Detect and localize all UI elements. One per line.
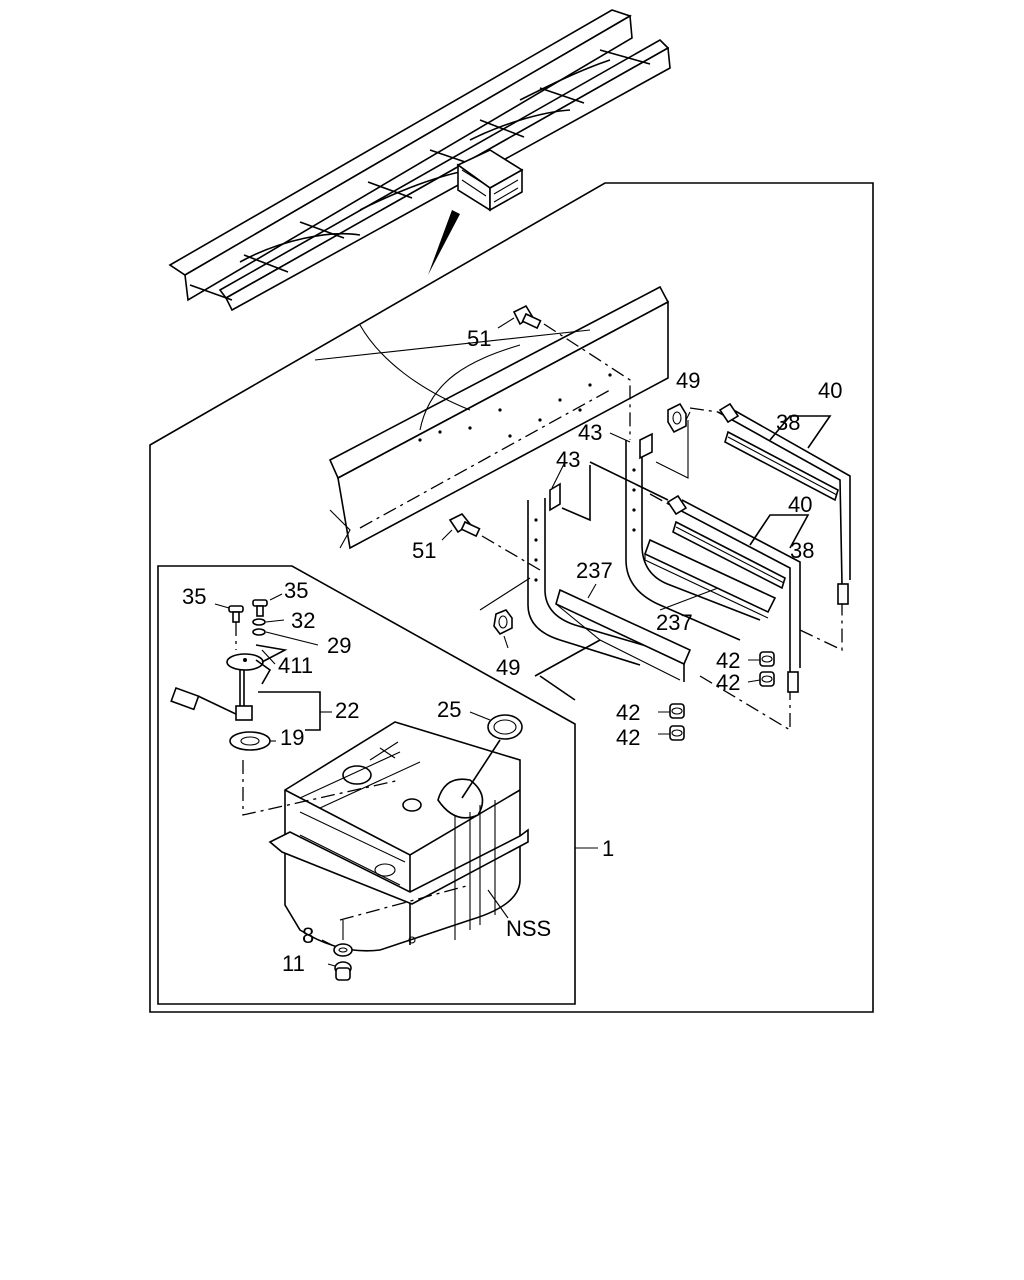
nut-42-c (669, 703, 685, 719)
cushion-40-upper (724, 430, 839, 502)
callout-35-right: 35 (284, 578, 308, 603)
callout-40-lower: 40 (788, 492, 812, 517)
fuel-sender-unit-22 (170, 653, 272, 721)
callout-49-upper: 49 (676, 368, 700, 393)
nut-49-lower (493, 609, 513, 636)
gasket-19 (229, 731, 271, 751)
callout-35-left: 35 (182, 584, 206, 609)
strap-38-lower (666, 494, 801, 693)
callout-40-upper: 40 (818, 378, 842, 403)
callout-42-c: 42 (616, 700, 640, 725)
filler-cap-25 (487, 714, 523, 740)
callout-51-lower: 51 (412, 538, 436, 563)
skid-plate-237-front (555, 588, 692, 682)
rail-bolt-holes (418, 373, 612, 442)
callout-49-lower: 49 (496, 655, 520, 680)
callout-411: 411 (278, 653, 313, 678)
callout-1: 1 (602, 836, 614, 861)
nut-49-upper (667, 402, 687, 434)
callout-42-d: 42 (616, 725, 640, 750)
nut-42-b (759, 671, 775, 687)
washer-29 (252, 628, 266, 636)
bolt-51-upper (512, 304, 542, 330)
callout-237-rear: 237 (656, 610, 693, 635)
tank-assembly-frame (157, 565, 576, 1005)
cushion-40-lower (672, 520, 786, 590)
frame-tank-block (456, 149, 524, 212)
callout-51-upper: 51 (467, 326, 491, 351)
screw-35-right (252, 599, 268, 617)
bracket-43-front (527, 482, 661, 666)
callout-38-upper: 38 (776, 410, 800, 435)
pointer-arrow-icon (428, 210, 460, 275)
callout-38-lower: 38 (790, 538, 814, 563)
drain-washer-8 (333, 943, 353, 957)
callout-nss: NSS (506, 916, 551, 941)
callout-237-front: 237 (576, 558, 613, 583)
callout-43-front: 43 (556, 447, 580, 472)
callout-25: 25 (437, 697, 461, 722)
callout-32: 32 (291, 608, 315, 633)
callout-11: 11 (282, 951, 305, 976)
bracket-43-rear (625, 432, 761, 641)
callout-22: 22 (335, 698, 359, 723)
callout-29: 29 (327, 633, 351, 658)
callout-8: 8 (302, 923, 314, 948)
strap-38-upper (717, 402, 851, 605)
washer-32 (252, 618, 266, 626)
callout-labels: 51 49 40 38 43 43 40 38 51 237 237 35 35… (182, 326, 842, 976)
bolt-51-lower (448, 512, 481, 538)
callout-19: 19 (280, 725, 304, 750)
chassis-side-rail (314, 285, 670, 550)
callout-42-a: 42 (716, 648, 740, 673)
nut-42-d (669, 725, 685, 741)
vehicle-frame-overview (168, 9, 671, 312)
detail-frame-border (149, 182, 874, 1013)
skid-plate-237-rear (644, 538, 777, 619)
nut-42-a (759, 651, 775, 667)
drain-plug-11 (334, 961, 352, 981)
callout-42-b: 42 (716, 670, 740, 695)
fuel-tank (268, 721, 529, 952)
callout-43-rear: 43 (578, 420, 602, 445)
screw-35-left (228, 605, 244, 623)
